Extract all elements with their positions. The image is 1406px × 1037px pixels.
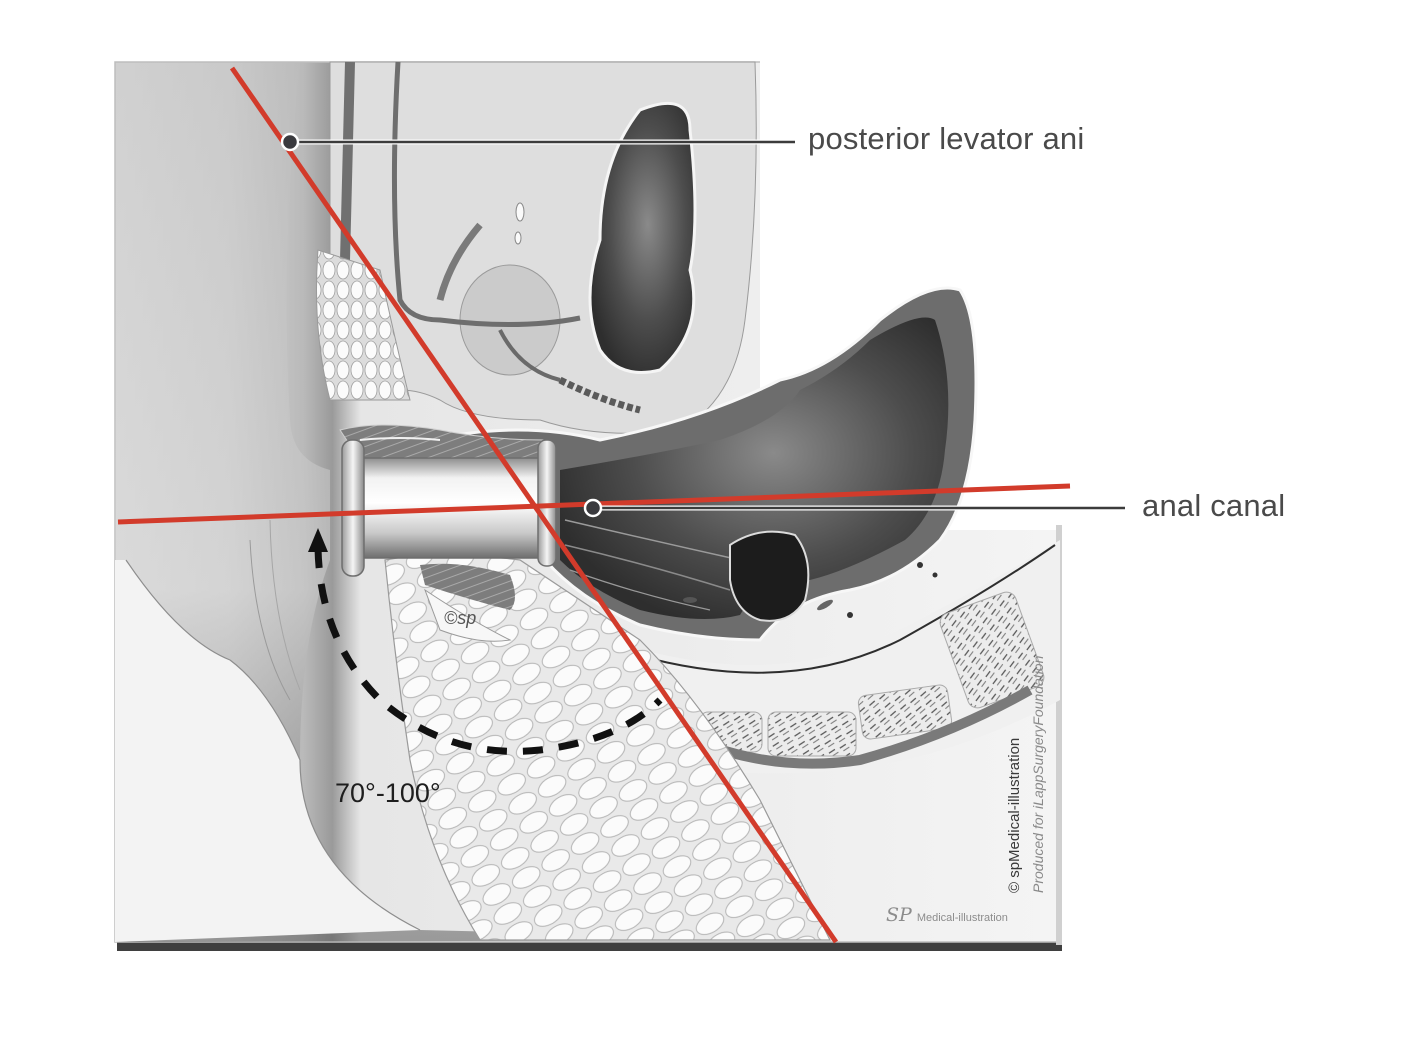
- callout-leaders: [280, 132, 1125, 518]
- sacrum-coccyx: [610, 540, 1060, 774]
- label-posterior-levator-ani: posterior levator ani: [808, 121, 1085, 156]
- sp-logo: SP Medical-illustration: [886, 904, 1008, 926]
- produced-for-watermark: Produced for iLappSurgeryFoundation: [1030, 655, 1046, 893]
- anal-sphincter: [339, 424, 546, 461]
- arrow-up-icon: [308, 528, 328, 552]
- pelvic-organs: [316, 61, 757, 434]
- leader-dot-icon: [280, 132, 300, 152]
- angle-arc: [308, 528, 663, 755]
- angle-range-label: 70°-100°: [335, 778, 441, 808]
- leader-dot-icon: [583, 498, 603, 518]
- sp-logo-mark: SP: [886, 904, 912, 926]
- credit-watermark: © spMedical-illustration: [1006, 737, 1023, 893]
- perianal-fat: [384, 554, 831, 941]
- sp-logo-text: Medical-illustration: [916, 912, 1008, 924]
- buttock-skin: [115, 62, 830, 942]
- inline-copyright-mark: ©sp: [444, 608, 477, 628]
- label-anal-canal: anal canal: [1142, 488, 1286, 523]
